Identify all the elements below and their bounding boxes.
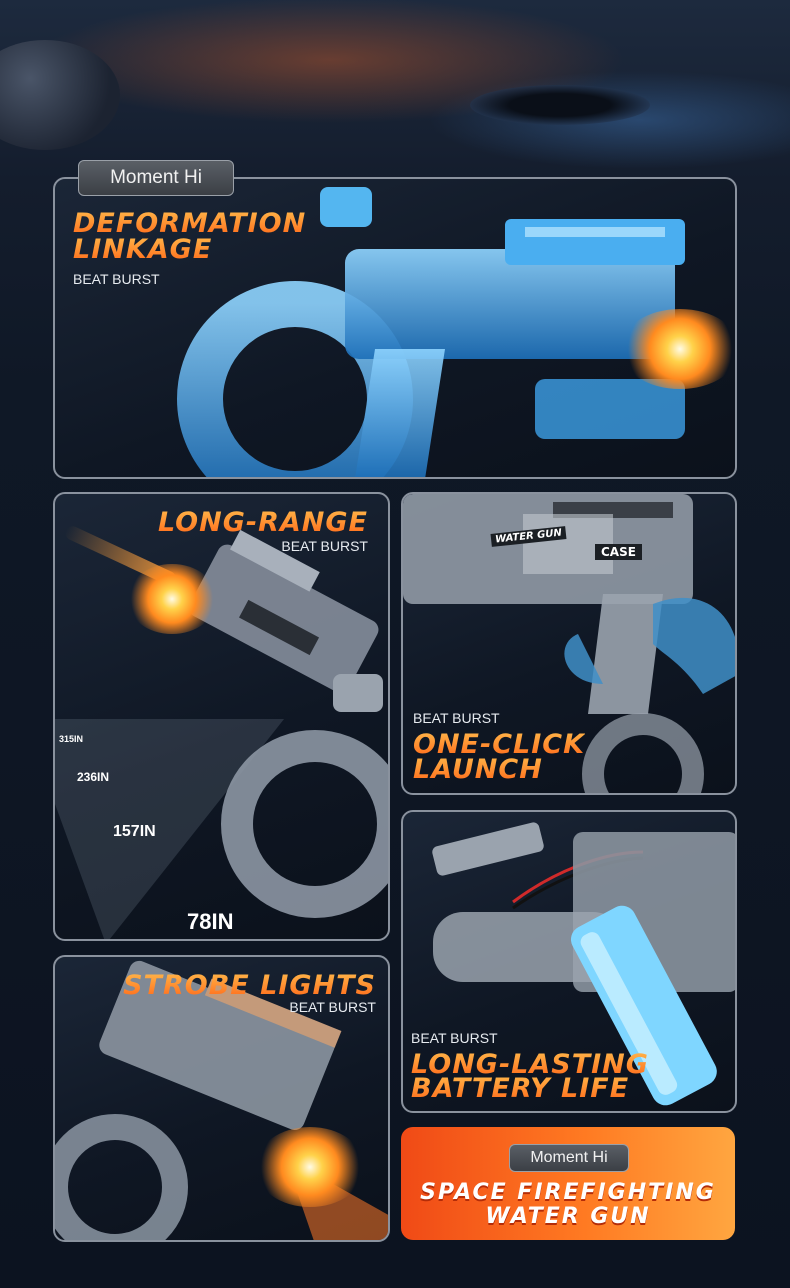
one-click-title-line1: ONE-CLICK (413, 729, 586, 760)
deformation-subtitle: BEAT BURST (73, 271, 160, 287)
deformation-title-line1: DEFORMATION (73, 208, 307, 239)
battery-title-line1: LONG-LASTING (411, 1049, 649, 1080)
battery-title-line2: BATTERY LIFE (411, 1073, 630, 1104)
battery-subtitle: BEAT BURST (411, 1030, 498, 1046)
muzzle-flash (127, 564, 217, 634)
one-click-title-line2: LAUNCH (413, 754, 543, 785)
product-title-line2: WATER GUN (485, 1204, 651, 1229)
feature-card-battery: BEAT BURST LONG-LASTING BATTERY LIFE (401, 810, 737, 1113)
battery-illustration (432, 822, 735, 1106)
long-range-subtitle: BEAT BURST (281, 538, 368, 554)
product-title-line1: SPACE FIREFIGHTING (420, 1180, 716, 1205)
hand-holding-gun-illustration (403, 494, 735, 793)
blue-water-gun-illustration (177, 187, 685, 477)
case-decal: CASE (595, 544, 642, 560)
long-range-title: LONG-RANGE (157, 507, 368, 538)
deformation-title-line2: LINKAGE (73, 234, 213, 265)
feature-card-deformation: DEFORMATION LINKAGE BEAT BURST (53, 177, 737, 479)
distance-label-78: 78IN (187, 909, 234, 934)
brand-tag: Moment Hi (509, 1144, 629, 1172)
feature-card-one-click: WATER GUN CASE BEAT BURST ONE-CLICK LAUN… (401, 492, 737, 795)
distance-label-157: 157IN (113, 823, 156, 840)
feature-card-strobe: STROBE LIGHTS BEAT BURST (53, 955, 390, 1242)
feature-card-long-range: LONG-RANGE BEAT BURST 315IN 236IN 157IN … (53, 492, 390, 941)
gray-water-gun-illustration (189, 529, 388, 918)
strobe-title: STROBE LIGHTS (123, 970, 376, 1001)
strobe-gun-illustration (55, 960, 388, 1240)
distance-label-315: 315IN (59, 734, 84, 744)
brand-tag: Moment Hi (78, 160, 234, 196)
one-click-subtitle: BEAT BURST (413, 710, 500, 726)
moon-crater (470, 85, 650, 125)
strobe-subtitle: BEAT BURST (289, 999, 376, 1015)
moon-rock (0, 40, 120, 150)
muzzle-flash (255, 1127, 365, 1207)
muzzle-flash (620, 309, 735, 389)
distance-label-236: 236IN (77, 770, 110, 784)
product-name-banner: Moment Hi SPACE FIREFIGHTING WATER GUN (401, 1127, 735, 1240)
